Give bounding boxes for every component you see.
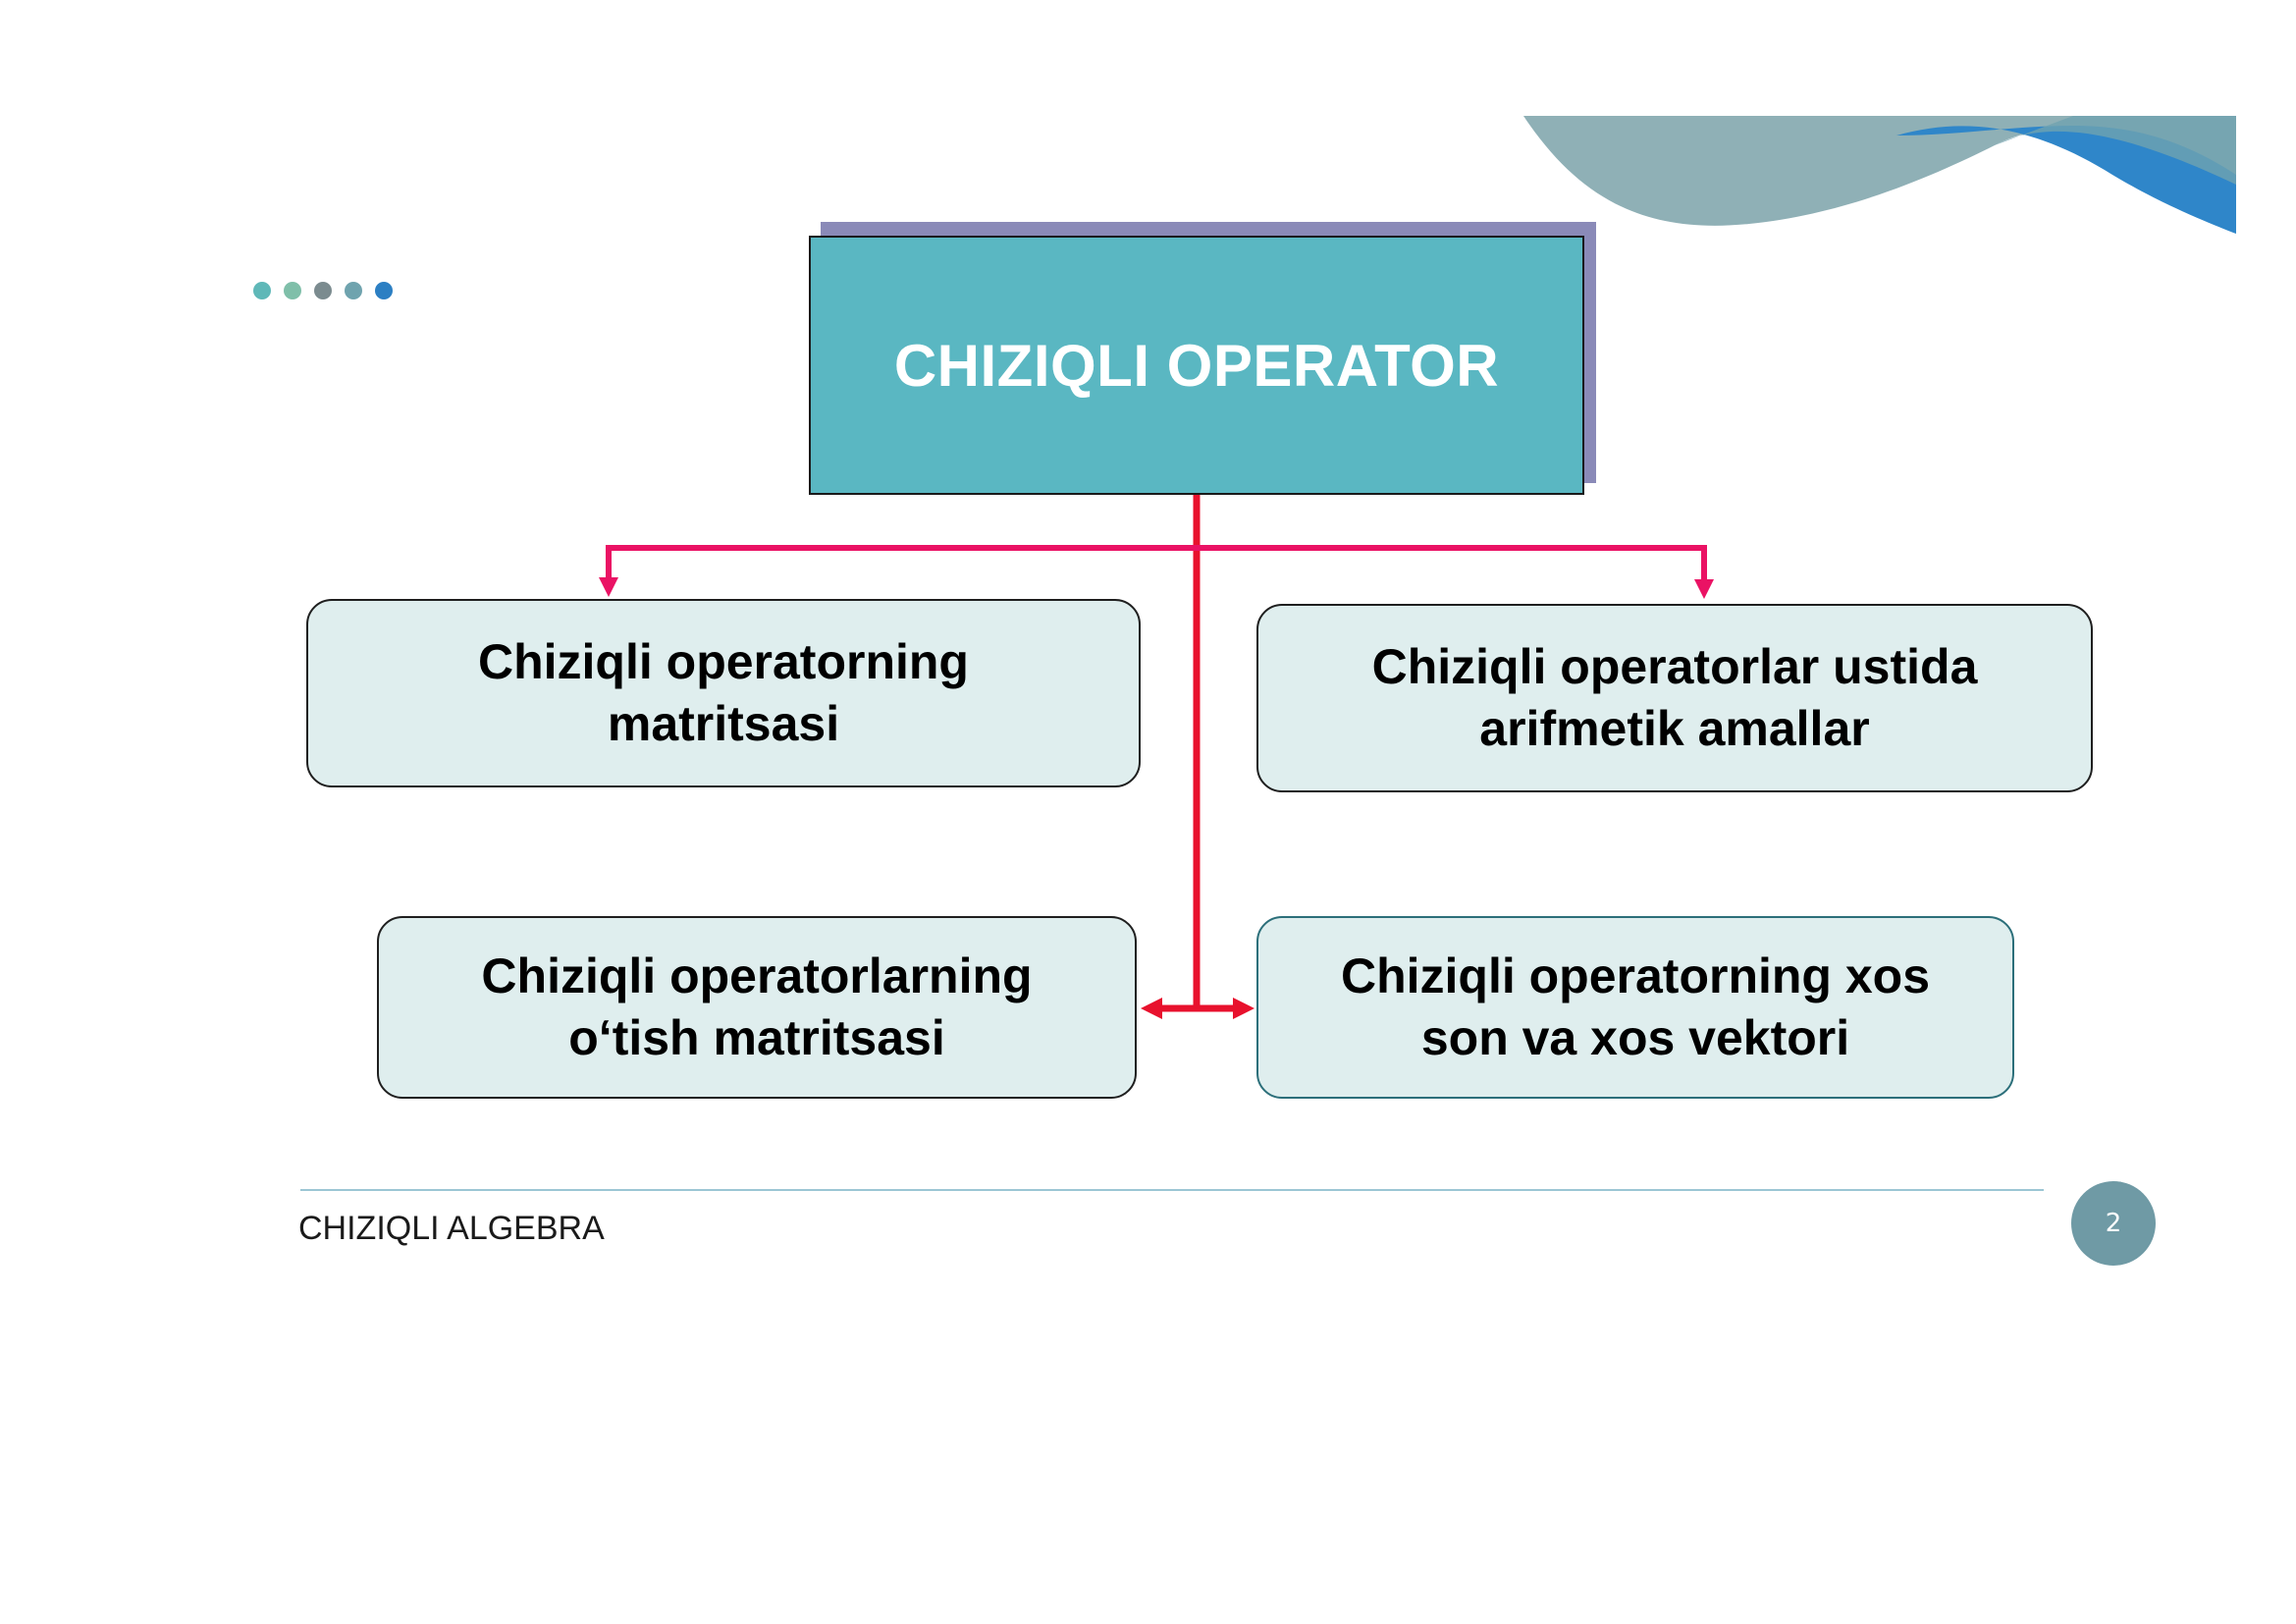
diagram-title: CHIZIQLI OPERATOR [893, 332, 1500, 399]
dot-1 [253, 282, 271, 299]
dot-5 [375, 282, 393, 299]
node-label: Chiziqli operatorlarning o‘tish matritsa… [481, 948, 1033, 1065]
dot-decoration [253, 282, 393, 299]
page-number-badge: 2 [2071, 1181, 2156, 1266]
arrowhead-top-right [1694, 579, 1714, 599]
footer-label: CHIZIQLI ALGEBRA [298, 1210, 605, 1247]
page-number: 2 [2105, 1209, 2122, 1238]
dot-3 [314, 282, 332, 299]
node-label: Chiziqli operatorning matritsasi [478, 634, 969, 751]
node-top-right: Chiziqli operatorlar ustida arifmetik am… [1256, 604, 2093, 792]
arrowhead-bottom-right [1233, 998, 1255, 1019]
title-box: CHIZIQLI OPERATOR [809, 236, 1584, 495]
dot-2 [284, 282, 301, 299]
node-bottom-right: Chiziqli operatorning xos son va xos vek… [1256, 916, 2014, 1099]
arrowhead-top-left [599, 577, 618, 597]
node-label: Chiziqli operatorning xos son va xos vek… [1340, 948, 1931, 1065]
node-top-left: Chiziqli operatorning matritsasi [306, 599, 1141, 787]
wave-decoration [1523, 116, 2236, 234]
dot-4 [345, 282, 362, 299]
node-bottom-left: Chiziqli operatorlarning o‘tish matritsa… [377, 916, 1137, 1099]
arrowhead-bottom-left [1141, 998, 1162, 1019]
node-label: Chiziqli operatorlar ustida arifmetik am… [1371, 639, 1978, 756]
footer-divider [300, 1189, 2044, 1191]
